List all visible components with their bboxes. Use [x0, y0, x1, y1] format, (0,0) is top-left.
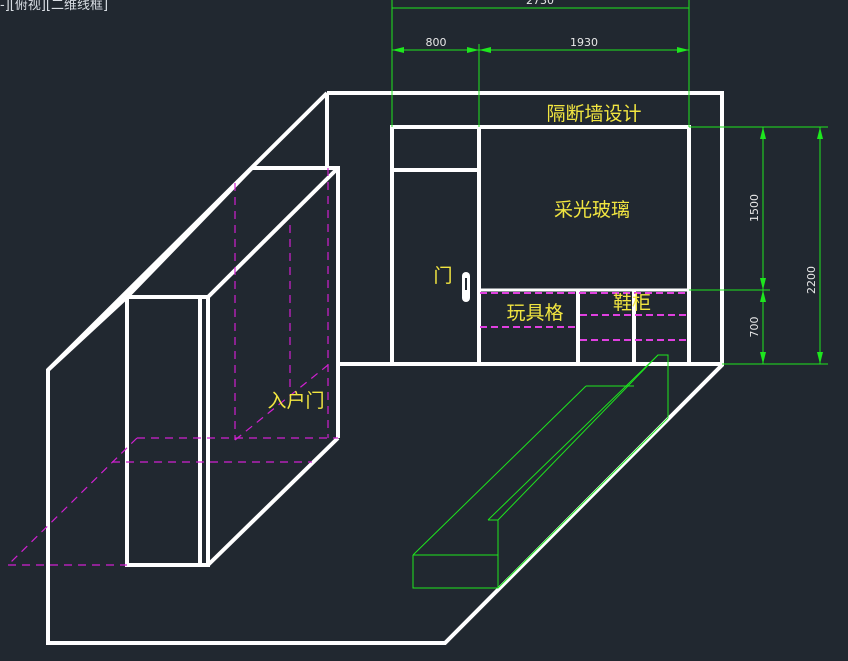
room-outline — [46, 91, 724, 645]
label-toy-shelf: 玩具格 — [506, 302, 563, 324]
entrance-door-hidden-lines — [7, 168, 338, 566]
label-door: 门 — [433, 265, 452, 287]
dim-top-left: 800 — [426, 36, 447, 49]
viewport-controls-label[interactable]: -][俯视][二维线框] — [0, 0, 109, 13]
dim-top-right: 1930 — [570, 36, 598, 49]
dimension-lines — [391, 0, 828, 365]
dim-right-upper: 1500 — [748, 194, 761, 222]
dim-right-lower: 700 — [748, 317, 761, 338]
entrance-wall-box — [46, 166, 340, 567]
door-handle-slot — [465, 278, 467, 290]
partition-wall-frame — [340, 125, 722, 366]
bench-outline — [412, 354, 669, 589]
shelf-dashed-lines — [480, 292, 688, 341]
dim-right-total: 2200 — [805, 266, 818, 294]
dim-top-total: 2730 — [526, 0, 554, 7]
label-glass: 采光玻璃 — [554, 199, 630, 221]
label-entrance-door: 入户门 — [267, 390, 324, 412]
label-shoe-cabinet: 鞋柜 — [613, 292, 651, 314]
label-partition-wall: 隔断墙设计 — [546, 103, 641, 125]
